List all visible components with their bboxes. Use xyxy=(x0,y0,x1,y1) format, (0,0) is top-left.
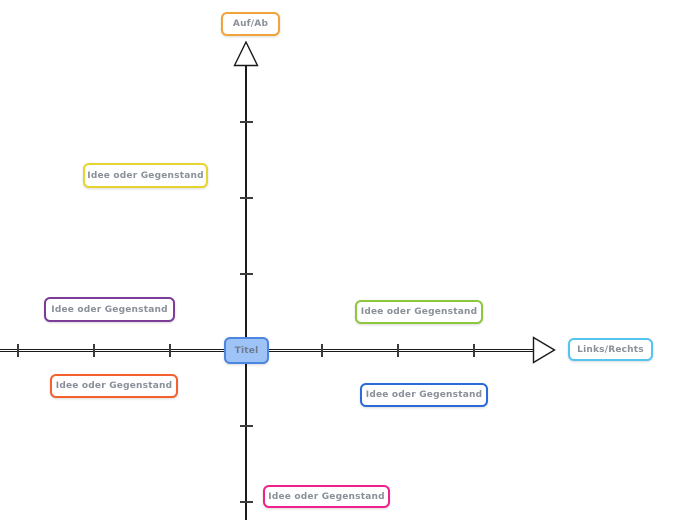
arrow-up-icon xyxy=(233,41,259,67)
y-axis-tick xyxy=(240,273,253,275)
idea-box-blue[interactable]: Idee oder Gegenstand xyxy=(360,383,488,407)
arrow-right-icon xyxy=(532,336,556,364)
y-axis-tick xyxy=(240,121,253,123)
axis-label-auf-ab[interactable]: Auf/Ab xyxy=(221,12,280,36)
x-axis-tick xyxy=(397,344,399,357)
idea-box-purple[interactable]: Idee oder Gegenstand xyxy=(44,297,175,322)
idea-box-orange[interactable]: Idee oder Gegenstand xyxy=(50,374,178,398)
idea-box-pink[interactable]: Idee oder Gegenstand xyxy=(263,485,390,508)
y-axis-tick xyxy=(240,197,253,199)
x-axis-tick xyxy=(93,344,95,357)
x-axis-tick xyxy=(169,344,171,357)
x-axis-tick xyxy=(17,344,19,357)
y-axis-tick xyxy=(240,425,253,427)
idea-box-yellow[interactable]: Idee oder Gegenstand xyxy=(83,163,208,188)
x-axis-tick xyxy=(321,344,323,357)
axis-label-links-rechts[interactable]: Links/Rechts xyxy=(568,338,653,361)
title-node[interactable]: Titel xyxy=(224,337,269,364)
idea-box-green[interactable]: Idee oder Gegenstand xyxy=(355,300,483,324)
x-axis-tick xyxy=(473,344,475,357)
vertical-axis-line xyxy=(245,64,247,520)
y-axis-tick xyxy=(240,501,253,503)
